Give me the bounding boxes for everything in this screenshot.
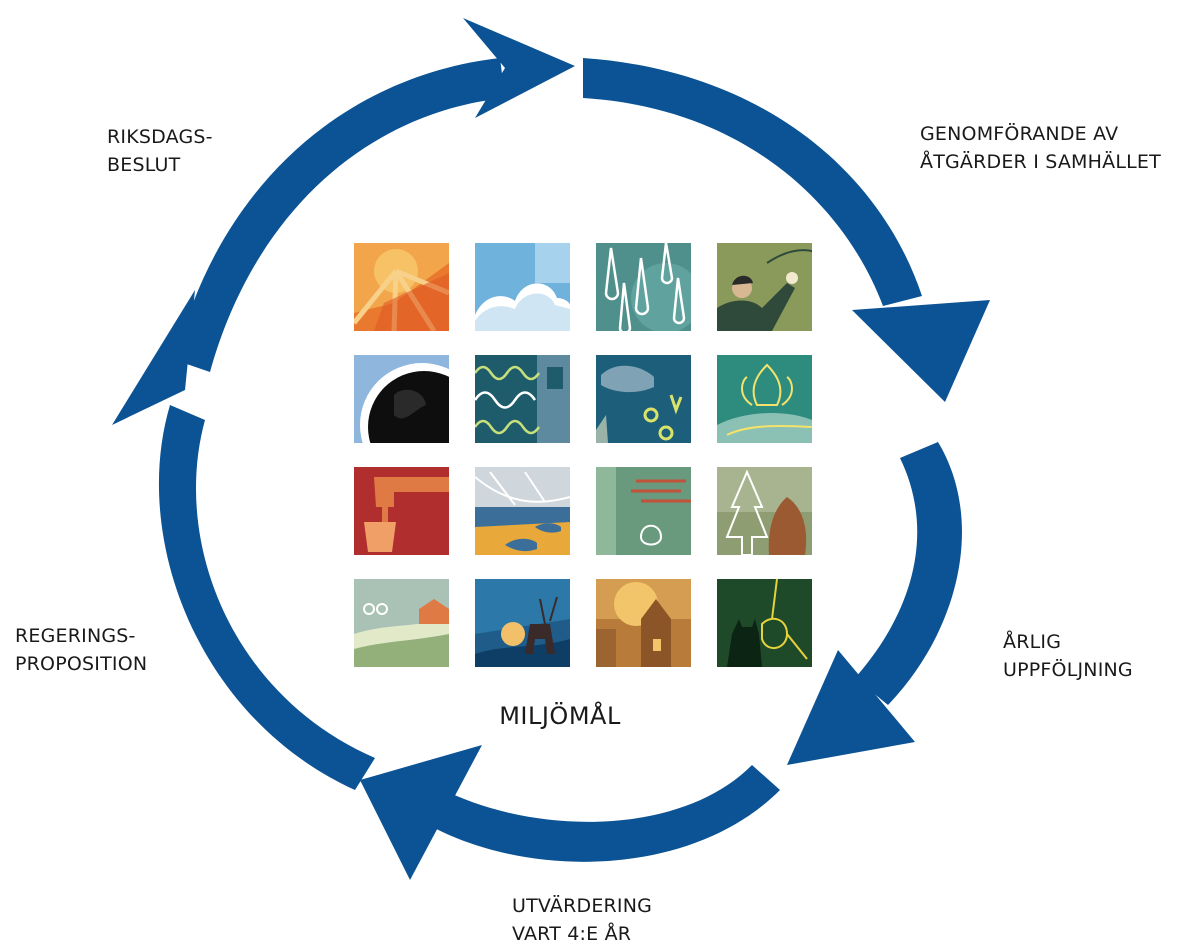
sun-icon: [354, 243, 449, 331]
stage-label-regeringsproposition: REGERINGS- PROPOSITION: [15, 622, 147, 678]
stage-label-line: ÅRLIG: [1003, 631, 1062, 653]
frog-wetland-icon: [596, 467, 691, 555]
raindrops-icon: [596, 243, 691, 331]
stage-label-utvardering: UTVÄRDERING VART 4:E ÅR: [512, 892, 652, 948]
boat-fish-icon: [475, 467, 570, 555]
stage-label-line: UTVÄRDERING: [512, 895, 653, 917]
lynx-orchid-icon: [717, 579, 812, 667]
stage-label-line: REGERINGS-: [15, 625, 136, 647]
water-tap-icon: [354, 467, 449, 555]
stage-label-line: GENOMFÖRANDE AV: [920, 123, 1119, 145]
arrowhead-followup: [787, 650, 915, 765]
arrow-segment-proposition: [158, 405, 375, 790]
center-title: MILJÖMÅL: [499, 702, 621, 730]
stage-label-line: BESLUT: [107, 154, 181, 176]
stage-label-line: UPPFÖLJNING: [1003, 659, 1133, 681]
stage-label-line: PROPOSITION: [15, 653, 148, 675]
arrow-segment-implementation: [583, 58, 922, 306]
earth-globe-icon: [354, 355, 449, 443]
town-buildings-icon: [596, 579, 691, 667]
arrowhead-evaluation: [360, 745, 482, 880]
farmland-house-icon: [354, 579, 449, 667]
stage-label-line: VART 4:E ÅR: [512, 923, 632, 945]
stage-label-line: ÅTGÄRDER I SAMHÄLLET: [920, 151, 1161, 173]
tree-pinecone-icon: [717, 467, 812, 555]
arrowhead-decision: [463, 18, 575, 118]
stage-label-genomforande: GENOMFÖRANDE AV ÅTGÄRDER I SAMHÄLLET: [920, 120, 1161, 176]
arrow-segment-followup: [855, 442, 962, 705]
flower-icon: [717, 355, 812, 443]
arrowhead-implementation: [852, 300, 990, 402]
environmental-goals-grid: [354, 243, 812, 667]
arrowhead-proposition: [112, 290, 195, 425]
stage-label-line: RIKSDAGS-: [107, 126, 213, 148]
person-with-apple-icon: [717, 243, 812, 331]
sound-waves-house-icon: [475, 355, 570, 443]
reindeer-mountain-icon: [475, 579, 570, 667]
arrow-segment-evaluation: [420, 765, 780, 862]
stage-label-riksdagsbeslut: RIKSDAGS- BESLUT: [107, 123, 213, 179]
stage-label-arlig-uppfoljning: ÅRLIG UPPFÖLJNING: [1003, 628, 1133, 684]
arrow-segment-decision: [175, 58, 505, 372]
fish-bubbles-icon: [596, 355, 691, 443]
clouds-icon: [475, 243, 570, 331]
